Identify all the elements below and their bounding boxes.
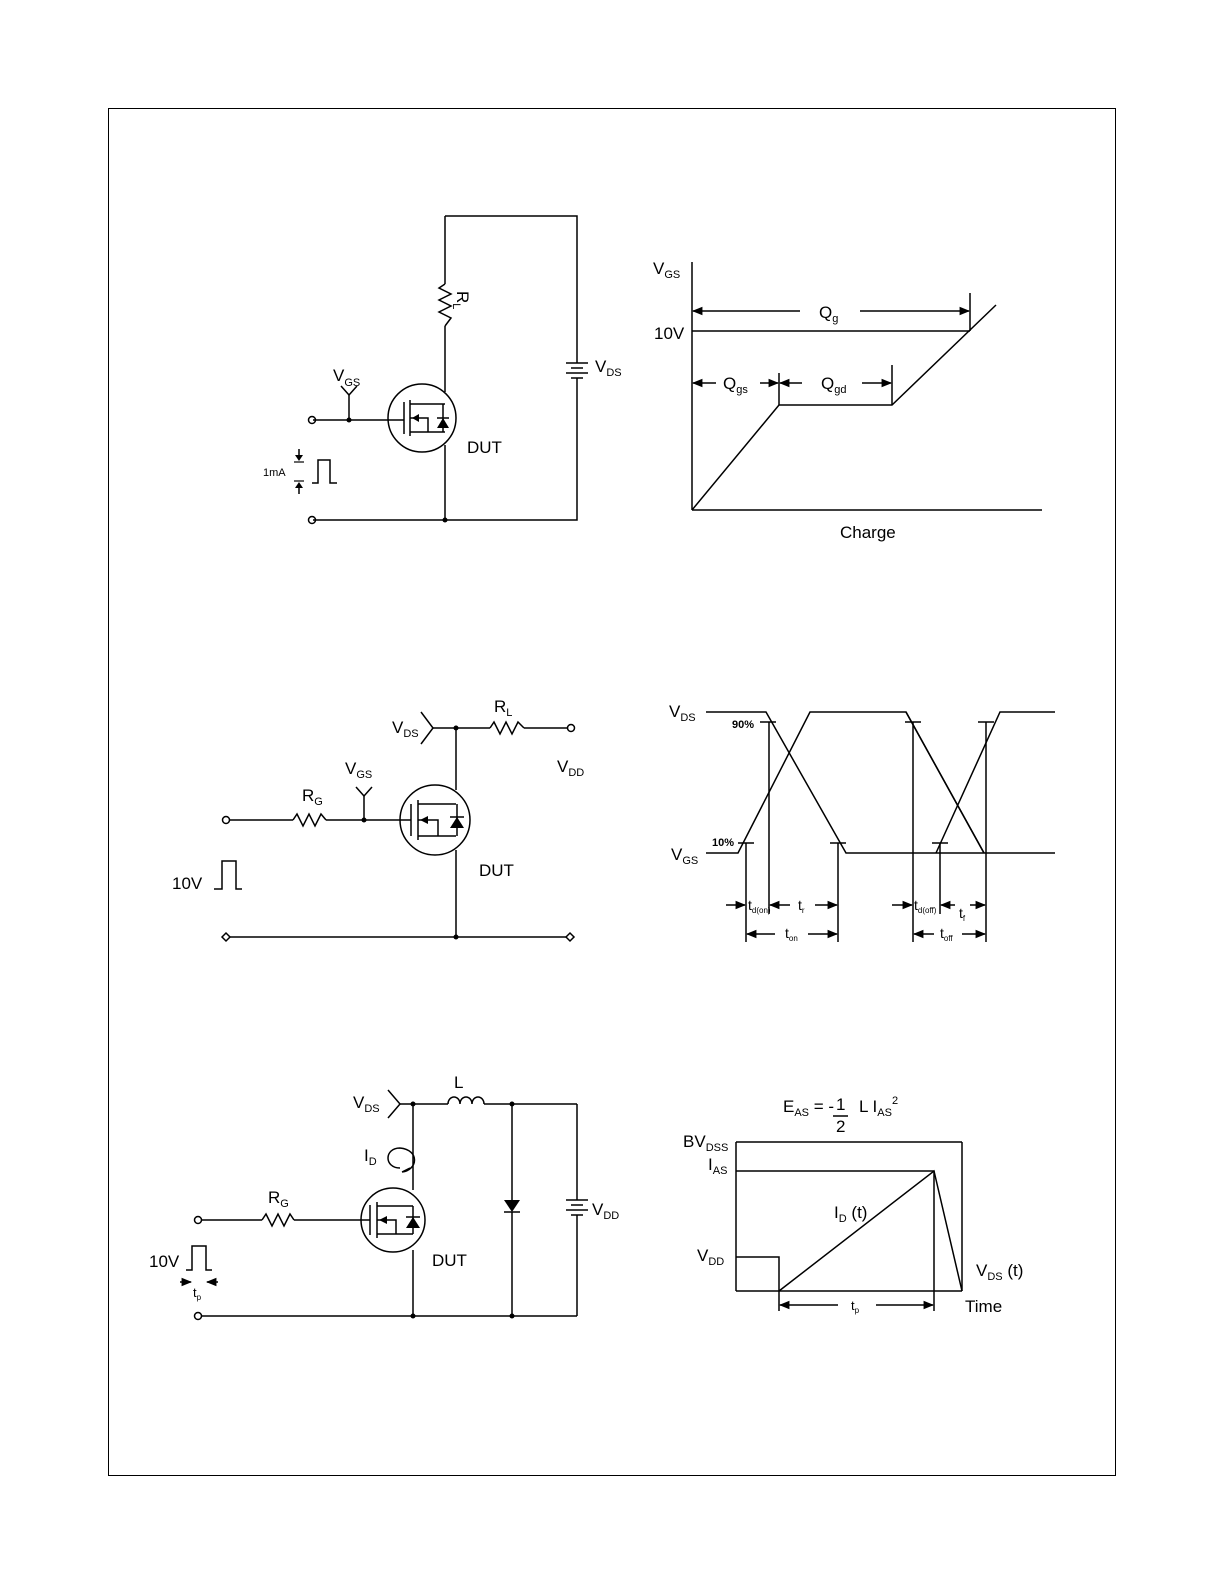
sw-10v-label: 10V: [172, 874, 203, 893]
aw-eq-li: L IAS2: [859, 1095, 898, 1119]
inductor-l: [448, 1097, 484, 1104]
av-dut-label: DUT: [432, 1251, 467, 1270]
sww-tf-label: tf: [959, 905, 966, 923]
gc-rl-label: RL: [450, 291, 472, 309]
vds-trace: [706, 712, 976, 853]
aw-vdd-label: VDD: [697, 1246, 724, 1268]
sww-tdon-label: td(on): [748, 897, 771, 915]
sww-10-label: 10%: [712, 837, 734, 849]
avalanche-circuit: [180, 1090, 588, 1320]
gcw-10v-label: 10V: [654, 324, 685, 343]
aw-equation: EAS = -: [783, 1097, 834, 1119]
gc-vds-label: VDS: [595, 357, 622, 379]
gcw-charge-label: Charge: [840, 523, 896, 542]
sw-vdd-label: VDD: [557, 757, 584, 779]
sw-rg-label: RG: [302, 786, 323, 808]
gcw-qgs-label: Qgs: [723, 374, 748, 396]
sw-vgs-label: VGS: [345, 759, 372, 781]
av-tp-label: tp: [193, 1285, 202, 1302]
vds-trace: [736, 1257, 779, 1291]
current-pulse-icon: [294, 449, 337, 494]
sww-90-label: 90%: [732, 719, 754, 731]
av-vdd-label: VDD: [592, 1200, 619, 1222]
gcw-qg-label: Qg: [819, 303, 838, 325]
battery-vdd: [566, 1200, 588, 1215]
aw-tp-label: tp: [851, 1298, 860, 1315]
av-id-label: ID: [364, 1146, 377, 1168]
sw-vds-label: VDS: [392, 718, 419, 740]
sww-tdoff-label: td(off): [914, 897, 937, 915]
gcw-qgd-label: Qgd: [821, 374, 846, 396]
switching-circuit: [214, 712, 575, 941]
gc-dut-label: DUT: [467, 438, 502, 457]
av-rg-label: RG: [268, 1188, 289, 1210]
mosfet-dut: [361, 1188, 425, 1252]
aw-ias-label: IAS: [708, 1155, 727, 1177]
sw-rl-label: RL: [494, 697, 512, 719]
aw-eq-denominator: 2: [836, 1117, 845, 1136]
sww-ton-label: ton: [785, 925, 798, 943]
gcw-vgs-label: VGS: [653, 259, 680, 281]
aw-bvdss-label: BVDSS: [683, 1132, 728, 1154]
resistor-rl: [439, 284, 451, 326]
resistor-rg: [293, 814, 326, 826]
sww-tr-label: tr: [798, 897, 805, 915]
sww-vds-label: VDS: [669, 702, 696, 724]
resistor-rl: [490, 722, 524, 734]
pulse-icon: [214, 861, 242, 889]
current-arrow-icon: [388, 1148, 415, 1172]
av-l-label: L: [454, 1073, 463, 1092]
aw-vds-t-label: VDS (t): [976, 1261, 1023, 1283]
sw-dut-label: DUT: [479, 861, 514, 880]
mosfet-dut: [388, 384, 456, 452]
aw-eq-numerator: 1: [836, 1095, 845, 1114]
aw-id-t-label: ID (t): [834, 1203, 867, 1225]
gc-source-label: 1mA: [263, 467, 286, 479]
battery-vds: [566, 354, 588, 382]
pulse-icon: [186, 1246, 212, 1270]
av-vds-label: VDS: [353, 1093, 380, 1115]
av-10v-label: 10V: [149, 1252, 180, 1271]
sww-vgs-label: VGS: [671, 845, 698, 867]
gc-vgs-label: VGS: [333, 366, 360, 389]
sww-toff-label: toff: [940, 925, 953, 943]
aw-time-label: Time: [965, 1297, 1002, 1316]
resistor-rg: [262, 1214, 294, 1226]
